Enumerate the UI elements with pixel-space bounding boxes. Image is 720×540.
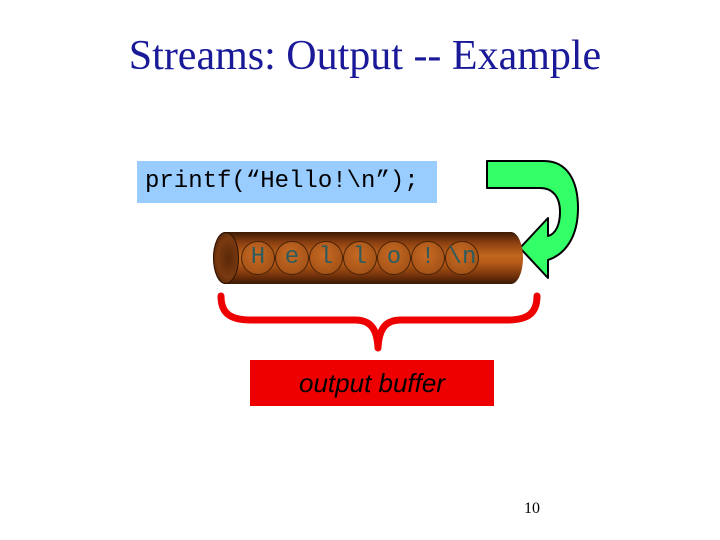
buffer-char: !: [411, 241, 445, 275]
output-buffer-label: output buffer: [250, 360, 494, 406]
curly-brace-icon: [217, 292, 541, 352]
buffer-char: \n: [445, 241, 479, 275]
page-number: 10: [524, 500, 540, 517]
buffer-char: o: [377, 241, 411, 275]
buffer-char: H: [241, 241, 275, 275]
pipe-opening: [213, 232, 239, 284]
buffer-char: l: [309, 241, 343, 275]
slide-title: Streams: Output -- Example: [128, 33, 602, 79]
buffer-char: l: [343, 241, 377, 275]
code-snippet: printf(“Hello!\n”);: [137, 161, 437, 203]
curved-return-arrow-icon: [486, 160, 579, 279]
buffer-char: e: [275, 241, 309, 275]
